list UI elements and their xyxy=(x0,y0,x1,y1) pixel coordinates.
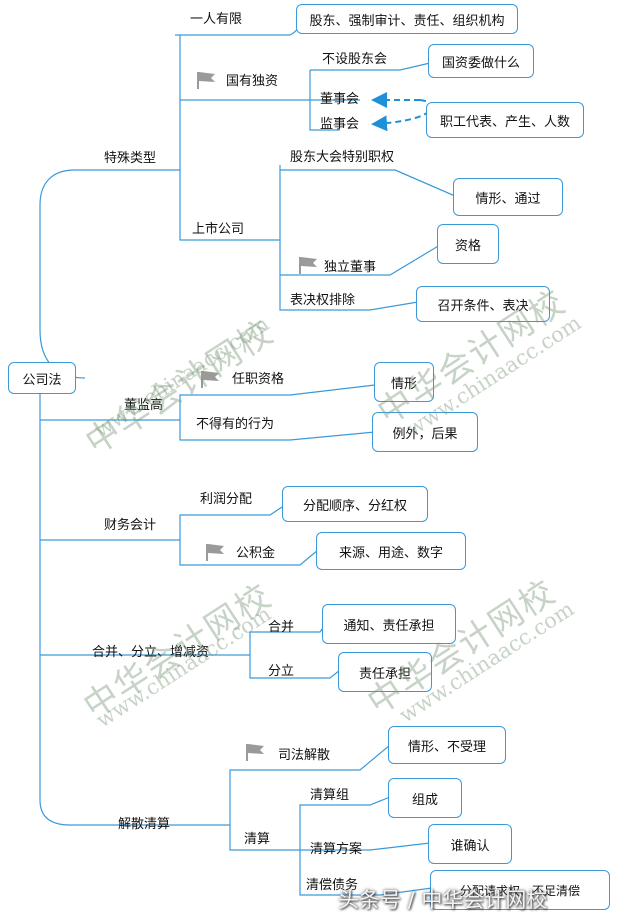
node-liquidation: 清算 xyxy=(244,832,271,847)
detail-plan-confirm: 谁确认 xyxy=(428,824,512,864)
detail-eligibility-cases: 情形 xyxy=(374,362,434,402)
branch-merger-split-capital: 合并、分立、增减资 xyxy=(92,645,210,660)
footer-source: 头条号 / 中华会计网校 xyxy=(338,888,548,912)
node-liquidation-group: 清算组 xyxy=(310,788,350,803)
node-listed-company: 上市公司 xyxy=(192,222,245,237)
node-no-shareholders-meeting: 不设股东会 xyxy=(322,52,388,67)
branch-special-types: 特殊类型 xyxy=(104,151,157,166)
detail-distribution-claims: 分配请求权、不足清偿 xyxy=(430,870,610,910)
branch-finance-accounting: 财务会计 xyxy=(104,518,157,533)
flag-icon xyxy=(206,544,224,561)
detail-profit-order: 分配顺序、分红权 xyxy=(282,486,428,522)
detail-one-person: 股东、强制审计、责任、组织机构 xyxy=(296,4,518,34)
node-liquidation-plan: 清算方案 xyxy=(310,842,363,857)
flag-icon xyxy=(197,72,215,89)
node-board-of-supervisors: 监事会 xyxy=(320,117,360,132)
detail-group-composition: 组成 xyxy=(388,778,462,818)
node-judicial-dissolution: 司法解散 xyxy=(278,748,331,763)
node-prohibited-acts: 不得有的行为 xyxy=(196,417,275,432)
node-state-owned: 国有独资 xyxy=(226,74,279,89)
node-one-person-company: 一人有限 xyxy=(190,12,243,27)
detail-judicial-cases: 情形、不受理 xyxy=(388,726,506,764)
node-profit-distribution: 利润分配 xyxy=(200,492,253,507)
detail-employee-rep: 职工代表、产生、人数 xyxy=(426,102,584,138)
root-node: 公司法 xyxy=(8,362,76,394)
detail-qualification: 资格 xyxy=(437,224,499,264)
node-board-of-directors: 董事会 xyxy=(320,92,360,107)
node-special-powers: 股东大会特别职权 xyxy=(290,150,395,165)
node-split: 分立 xyxy=(268,664,295,679)
branch-directors-supervisors: 董监高 xyxy=(124,398,164,413)
node-eligibility: 任职资格 xyxy=(232,372,285,387)
detail-reserve-sources: 来源、用途、数字 xyxy=(316,532,466,570)
node-merger: 合并 xyxy=(268,620,295,635)
flag-icon xyxy=(299,257,317,274)
detail-sasac: 国资委做什么 xyxy=(428,44,534,78)
flag-icon xyxy=(246,744,264,761)
node-debt-repayment: 清偿债务 xyxy=(306,878,359,893)
node-vote-exclusion: 表决权排除 xyxy=(290,293,356,308)
detail-split-liability: 责任承担 xyxy=(338,652,432,692)
detail-merger-notice: 通知、责任承担 xyxy=(322,604,456,644)
detail-cases-pass: 情形、通过 xyxy=(453,178,563,216)
node-reserve-fund: 公积金 xyxy=(236,546,276,561)
flag-icon xyxy=(201,371,219,388)
detail-exceptions-consequences: 例外，后果 xyxy=(372,412,478,452)
detail-convene-vote: 召开条件、表决 xyxy=(416,286,550,322)
branch-dissolution-liquidation: 解散清算 xyxy=(118,817,171,832)
node-independent-director: 独立董事 xyxy=(324,260,377,275)
